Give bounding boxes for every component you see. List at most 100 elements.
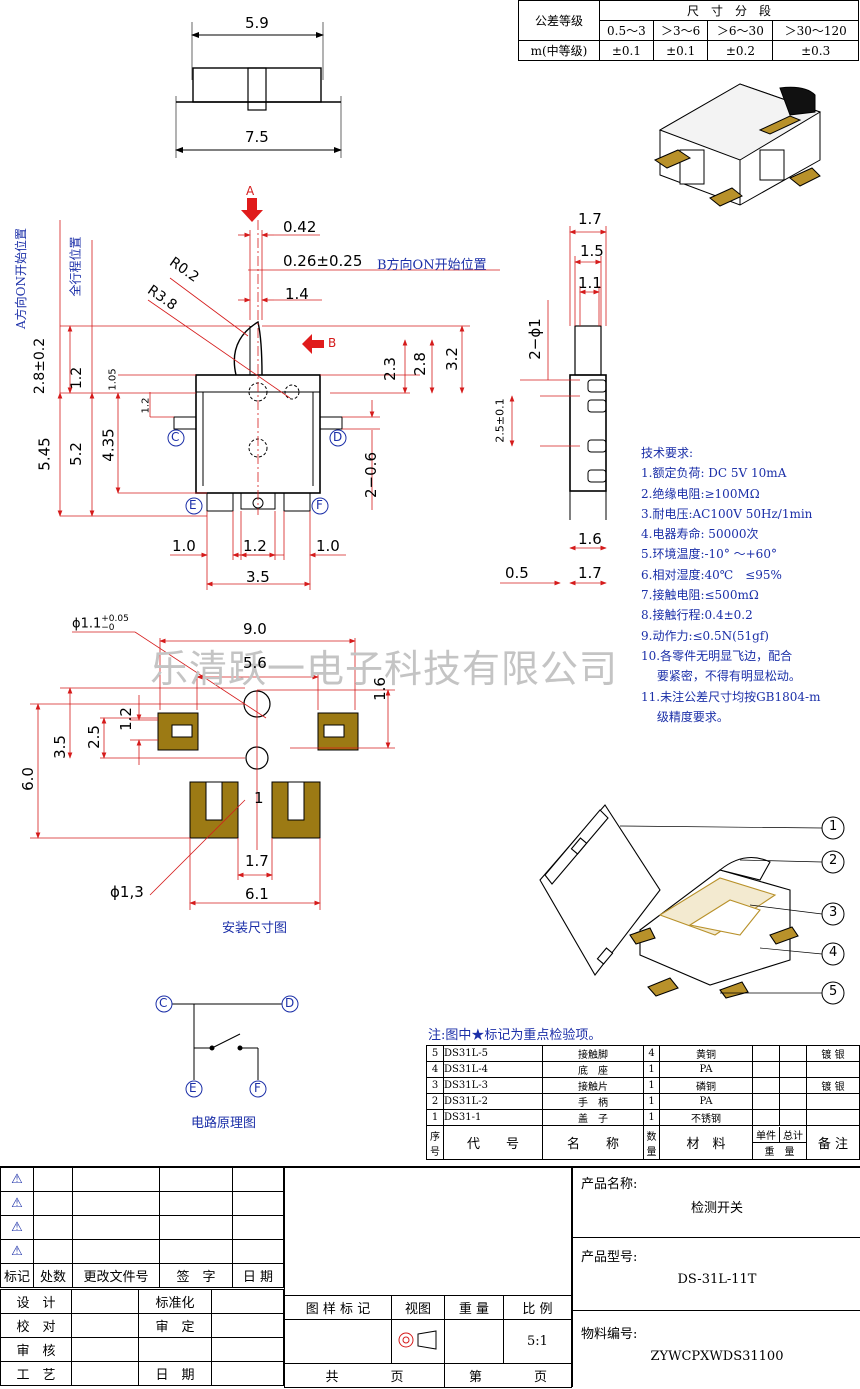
- bom-h-no: 序号: [426, 1125, 444, 1160]
- dim-label: 3.5: [246, 568, 270, 586]
- req-item: 5.环境温度:-10° ～+60°: [641, 547, 777, 562]
- dim-label: 1.05: [107, 368, 119, 391]
- bom-name: 手 柄: [542, 1093, 644, 1110]
- page-number: 第 页: [444, 1363, 572, 1388]
- bom-h-unit: 单件: [753, 1127, 780, 1142]
- bom-name: 接触脚: [542, 1045, 644, 1062]
- bom-no: 1: [426, 1109, 444, 1126]
- dim-label: ϕ1,3: [110, 883, 144, 901]
- drawing-info-table: 图 样 标 记视图重 量比 例 5:1 共 页第 页: [284, 1167, 572, 1388]
- review-label: 审 核: [0, 1337, 72, 1362]
- tolerance-header: 尺 寸 分 段: [599, 0, 859, 21]
- bom-remark: [806, 1061, 860, 1078]
- dim-label: 0.5: [505, 564, 529, 582]
- mount-title: 安装尺寸图: [222, 921, 288, 936]
- bom-remark: 镀 银: [806, 1077, 860, 1094]
- bom-h-weight: 重 量: [764, 1147, 795, 1158]
- dim-label: 1.7: [578, 210, 602, 228]
- dim-label: 5.6: [243, 654, 267, 672]
- revision-table: ⚠ ⚠ ⚠ ⚠ 标记 处数 更改文件号 签 字 日 期: [0, 1167, 284, 1288]
- dim-label: 1.0: [172, 537, 196, 555]
- req-item: 4.电器寿命: 50000次: [641, 527, 759, 542]
- bom-no: 2: [426, 1093, 444, 1110]
- rev-h-count: 处数: [33, 1263, 73, 1288]
- req-item: 11.未注公差尺寸均按GB1804-m: [641, 689, 821, 704]
- req-item: 7.接触电阻:≤500mΩ: [641, 588, 759, 603]
- approval-table: 设 计标准化 校 对审 定 审 核 工 艺日 期: [0, 1289, 284, 1386]
- circuit-e: E: [189, 1081, 197, 1095]
- model-label: 产品型号:: [581, 1250, 638, 1265]
- callout-leaders: [619, 825, 823, 994]
- mounting-dimensions: [30, 631, 395, 910]
- tolerance-row-label: m(中等级): [518, 40, 600, 61]
- technical-requirements: 技术要求: 1.额定负荷: DC 5V 10mA 2.绝缘电阻:≥100MΩ 3…: [641, 443, 820, 727]
- bom-remark: 镀 银: [806, 1045, 860, 1062]
- dim-label: 9.0: [243, 620, 267, 638]
- bom-code: DS31L-4: [443, 1061, 543, 1078]
- right-side-view: [569, 325, 607, 520]
- dim-label: 5.2: [66, 442, 85, 466]
- bom-h-total: 总计: [783, 1131, 803, 1142]
- isometric-view: [653, 83, 822, 207]
- req-item: 2.绝缘电阻:≥100MΩ: [641, 486, 760, 501]
- dim-label: 5.9: [245, 14, 269, 32]
- bom-name: 接触片: [542, 1077, 644, 1094]
- check-label: 校 对: [0, 1313, 72, 1338]
- bom-qty: 1: [643, 1077, 660, 1094]
- callout-3: 3: [829, 905, 838, 920]
- bom-name: 底 座: [542, 1061, 644, 1078]
- callout-2: 2: [829, 853, 838, 868]
- dim-label: 1: [254, 789, 264, 807]
- product-info: 产品名称: 检测开关 产品型号: DS-31L-11T 物料编号: ZYWCPX…: [572, 1167, 860, 1387]
- direction-arrows: [241, 198, 324, 354]
- watermark: 乐清跃一电子科技有限公司: [150, 647, 619, 691]
- phi11-sub: −0: [101, 623, 115, 633]
- callout-circles: [821, 816, 845, 1005]
- dim-label: 1.7: [245, 852, 269, 870]
- warning-icon: ⚠: [0, 1167, 34, 1192]
- callout-1: 1: [829, 819, 838, 834]
- warning-icon: ⚠: [0, 1239, 34, 1264]
- rev-h-doc: 更改文件号: [72, 1263, 160, 1288]
- dim-label: 0.26±0.25: [283, 252, 363, 270]
- range-1: 0.5～3: [599, 20, 654, 41]
- dim-label: 1.2: [69, 366, 86, 390]
- dim-label: 6.0: [18, 767, 37, 791]
- bom-h-remark: 备 注: [806, 1125, 860, 1160]
- label-a: A: [246, 184, 255, 198]
- tol-4: ±0.3: [772, 40, 859, 61]
- rev-h-date: 日 期: [232, 1263, 284, 1288]
- warning-icon: ⚠: [0, 1191, 34, 1216]
- std-label: 标准化: [138, 1289, 212, 1314]
- tol-3: ±0.2: [707, 40, 774, 61]
- phi11-sup: +0.05: [101, 614, 129, 624]
- front-view-dimensions: [57, 220, 500, 590]
- range-3: ＞6～30: [707, 20, 774, 41]
- bom-code: DS31L-3: [443, 1077, 543, 1094]
- tol-2: ±0.1: [652, 40, 709, 61]
- bom-h-name: 名 称: [542, 1125, 644, 1160]
- range-4: ＞30～120: [772, 20, 859, 41]
- audit-label: 审 定: [138, 1313, 212, 1338]
- bom-name: 盖 子: [542, 1109, 644, 1126]
- projection-icon: [391, 1319, 445, 1364]
- dim-label: 2−0.6: [361, 452, 380, 498]
- callout-4: 4: [829, 945, 838, 960]
- req-item: 要紧密，不得有明显松动。: [641, 669, 801, 684]
- material-code: ZYWCPXWDS31100: [650, 1349, 784, 1364]
- view-label: 视图: [391, 1295, 445, 1320]
- dim-label: 2.8±0.2: [32, 337, 49, 395]
- callout-5: 5: [829, 984, 838, 999]
- rev-h-mark: 标记: [0, 1263, 34, 1288]
- date-label: 日 期: [138, 1361, 212, 1386]
- bom-mat: 黄铜: [659, 1045, 753, 1062]
- bom-remark: [806, 1093, 860, 1110]
- bom-no: 5: [426, 1045, 444, 1062]
- design-label: 设 计: [0, 1289, 72, 1314]
- req-item: 级精度要求。: [641, 709, 729, 724]
- mounting-footprint: [157, 690, 359, 839]
- rev-h-sign: 签 字: [159, 1263, 233, 1288]
- dim-label: 2.5: [84, 725, 103, 749]
